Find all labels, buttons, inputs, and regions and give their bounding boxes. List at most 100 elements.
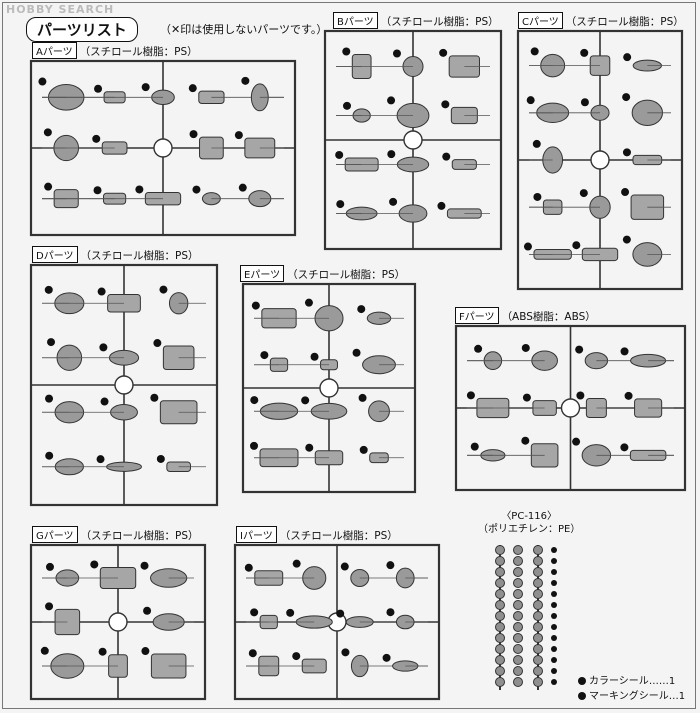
sticker-label: マーキングシール — [589, 691, 669, 702]
sprue-e-material: （スチロール樹脂：PS） — [287, 269, 406, 281]
part-number-marker — [620, 347, 629, 356]
part-number-marker — [466, 391, 475, 400]
sprue-b-tag: Bパーツ — [333, 12, 378, 29]
pe-part — [495, 666, 505, 676]
part-number-marker — [292, 652, 301, 661]
sprue-d-tag: Dパーツ — [32, 246, 78, 263]
pe-part — [495, 567, 505, 577]
part-number-marker — [244, 563, 253, 572]
part-number-marker — [575, 345, 584, 354]
part-number-marker — [248, 649, 257, 658]
sprue-b-header: Bパーツ（スチロール樹脂：PS） — [333, 12, 499, 29]
pe-part — [513, 622, 523, 632]
pe-part — [495, 545, 505, 555]
sprue-g-tag: Gパーツ — [32, 526, 78, 543]
pe-part — [513, 677, 523, 687]
part-number-marker — [576, 391, 585, 400]
part-number-marker — [522, 393, 531, 402]
part-number-marker — [250, 608, 259, 617]
part-number-marker — [382, 653, 391, 662]
runner-hub — [590, 150, 610, 170]
sprue-g-header: Gパーツ（スチロール樹脂：PS） — [32, 526, 199, 543]
pe-part — [513, 600, 523, 610]
part-number-marker — [38, 77, 47, 86]
pe-part — [495, 644, 505, 654]
pe-part — [533, 622, 543, 632]
pe-part — [495, 556, 505, 566]
sprue-d-header: Dパーツ（スチロール樹脂：PS） — [32, 246, 199, 263]
sprue-i-tag: Iパーツ — [236, 526, 277, 543]
pe-part — [533, 611, 543, 621]
part-number-marker — [159, 285, 168, 294]
sprue-i-header: Iパーツ（スチロール樹脂：PS） — [236, 526, 398, 543]
part-number-marker — [96, 455, 105, 464]
part-number-marker — [386, 561, 395, 570]
sticker-qty: 1 — [668, 676, 676, 687]
part-number-marker — [620, 443, 629, 452]
part-number-marker — [572, 437, 581, 446]
part-number-marker — [580, 98, 589, 107]
part-number-marker — [387, 150, 396, 159]
part-number-marker — [335, 150, 344, 159]
part-number-marker — [551, 602, 557, 608]
pe-part — [495, 633, 505, 643]
part-number-marker — [474, 344, 483, 353]
pe-part — [533, 556, 543, 566]
sticker-label: カラーシール — [589, 676, 649, 687]
pe-material: （ポリエチレン：PE） — [478, 524, 581, 535]
pe-part — [495, 655, 505, 665]
sprue-c-header: Cパーツ（スチロール樹脂：PS） — [518, 12, 684, 29]
part-number-marker — [241, 76, 250, 85]
pe-part — [513, 611, 523, 621]
pe-part — [533, 644, 543, 654]
part-number-marker — [551, 569, 557, 575]
part-number-marker — [292, 559, 301, 568]
sticker-row: カラーシール……1 — [578, 674, 685, 689]
sticker-list: カラーシール……1 マーキングシール…1 — [578, 674, 685, 704]
part-number-marker — [45, 602, 54, 611]
pe-part — [513, 589, 523, 599]
part-number-marker — [551, 580, 557, 586]
part-number-marker — [532, 139, 541, 148]
part-number-marker — [343, 101, 352, 110]
part-number-marker — [43, 128, 52, 137]
pe-part — [495, 589, 505, 599]
sprue-f-drawing — [454, 324, 687, 492]
pe-part — [513, 644, 523, 654]
sprue-a-tag: Aパーツ — [32, 42, 77, 59]
runner-hub — [560, 398, 581, 418]
part-number-marker — [533, 192, 542, 201]
part-number-marker — [234, 131, 243, 140]
sprue-b-drawing — [323, 29, 503, 251]
part-number-marker — [521, 436, 530, 445]
part-number-marker — [286, 608, 295, 617]
runner-hub — [153, 138, 173, 158]
pe-part — [533, 545, 543, 555]
pe-part — [495, 677, 505, 687]
part-number-marker — [580, 48, 589, 57]
part-number-marker — [44, 182, 53, 191]
part-number-marker — [238, 183, 247, 192]
pe-code: 〈PC-116〉 — [501, 511, 558, 522]
part-number-marker — [141, 83, 150, 92]
part-number-marker — [93, 186, 102, 195]
sprue-g-material: （スチロール樹脂：PS） — [80, 530, 199, 542]
pe-part — [533, 633, 543, 643]
part-number-marker — [521, 343, 530, 352]
part-number-marker — [551, 668, 557, 674]
part-number-marker — [250, 396, 259, 405]
part-number-marker — [622, 235, 631, 244]
pe-part — [513, 556, 523, 566]
part-number-marker — [140, 561, 149, 570]
part-number-marker — [551, 613, 557, 619]
part-number-marker — [551, 635, 557, 641]
pe-part — [533, 677, 543, 687]
sprue-d-drawing — [29, 263, 219, 507]
pe-runner-drawing — [495, 545, 557, 690]
part-number-marker — [623, 53, 632, 62]
pe-part — [533, 600, 543, 610]
pe-part — [495, 622, 505, 632]
pe-runner-diagram — [490, 540, 565, 695]
part-number-marker — [392, 49, 401, 58]
pe-part — [533, 578, 543, 588]
